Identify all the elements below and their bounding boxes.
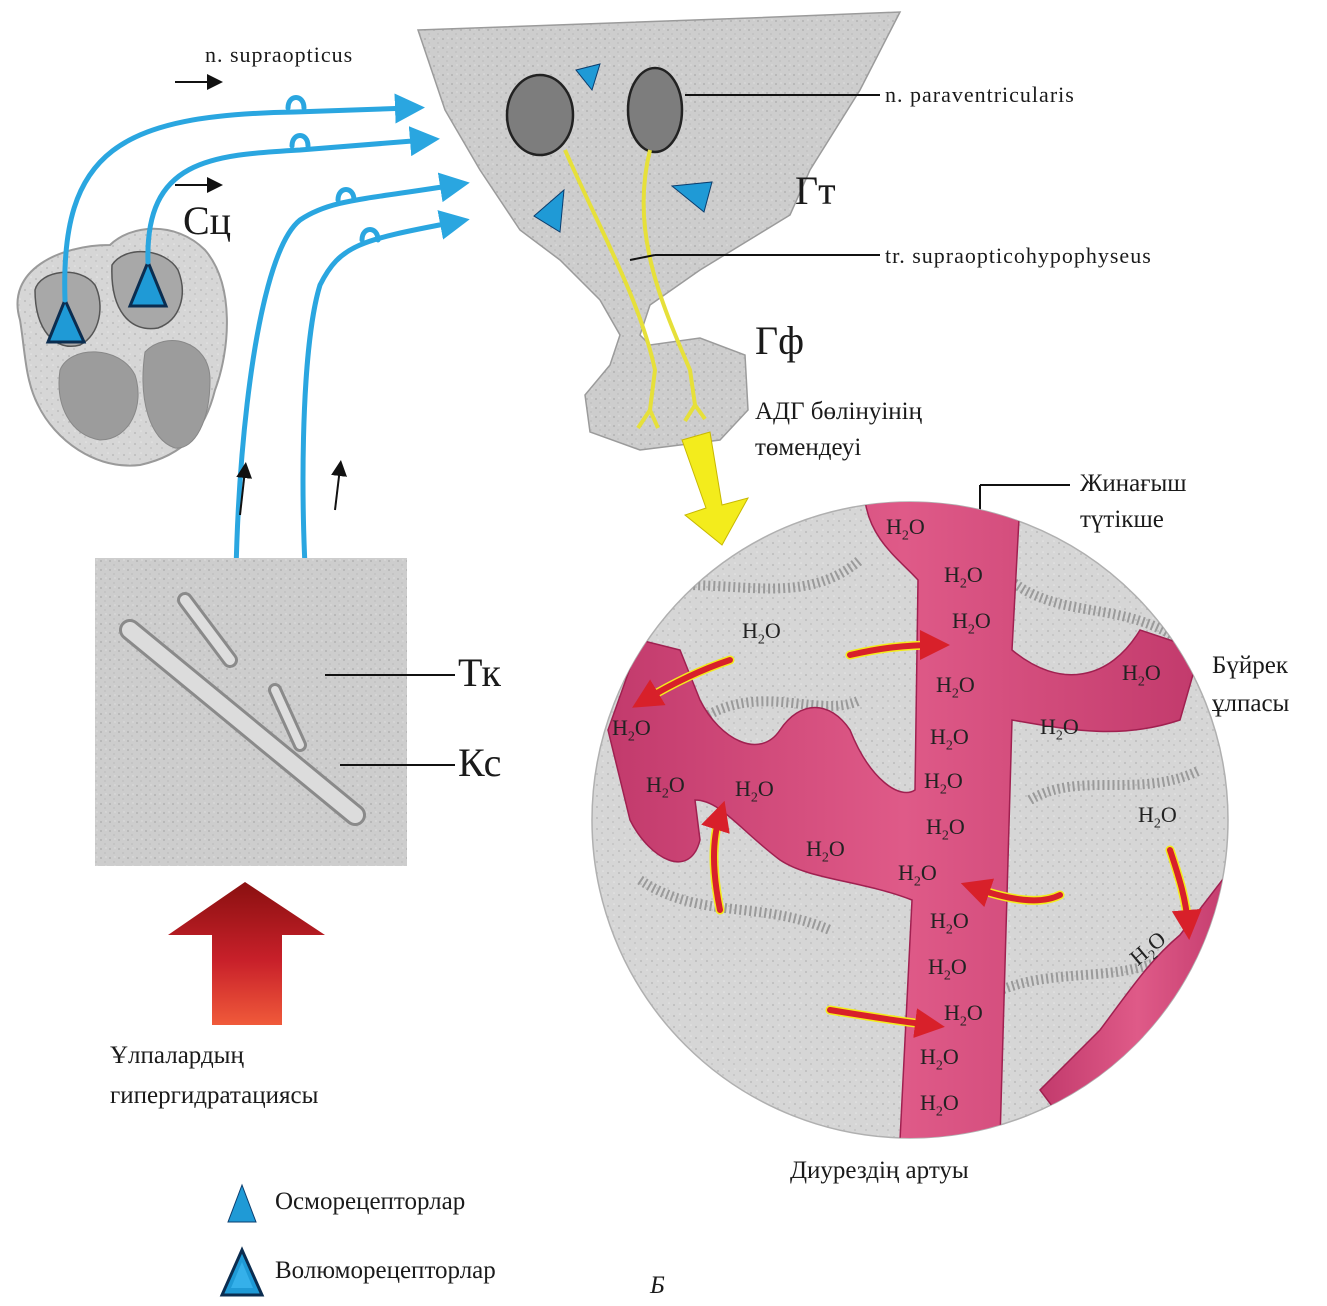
water-label: H2O [898,860,937,890]
legend-osmoreceptors: Осморецепторлар [275,1188,465,1217]
water-label: H2O [1138,802,1177,832]
label-hyper-line2: гипергидратациясы [110,1082,318,1111]
tissue-block [95,558,407,866]
label-collecting-line1: Жинағыш [1080,470,1187,499]
volumoreceptor-icon [222,1250,262,1295]
label-kidney-line1: Бүйрек [1212,652,1288,681]
label-tract: tr. supraopticohypophyseus [885,243,1152,268]
label-adh-line1: АДГ бөлінуінің [755,398,922,427]
label-hypophysis: Гф [755,318,804,364]
legend-volumoreceptors: Волюморецепторлар [275,1257,496,1286]
water-label: H2O [1040,714,1079,744]
page-letter: Б [650,1272,665,1301]
water-label: H2O [926,814,965,844]
water-label: H2O [944,1000,983,1030]
water-label: H2O [924,768,963,798]
label-heart: Сц [183,198,231,244]
water-label: H2O [952,608,991,638]
water-label: H2O [1122,660,1161,690]
water-label: H2O [928,954,967,984]
supraoptic-nucleus [507,75,573,155]
water-label: H2O [936,672,975,702]
water-label: H2O [920,1044,959,1074]
water-label: H2O [886,514,925,544]
water-label: H2O [930,724,969,754]
water-label: H2O [742,618,781,648]
adh-decrease-arrow [682,432,748,545]
heart [17,229,226,466]
label-n-supraopticus: n. supraopticus [205,42,353,67]
water-label: H2O [930,908,969,938]
label-capillary: Кс [458,740,501,786]
water-label: H2O [944,562,983,592]
paraventricular-nucleus [628,68,682,152]
water-label: H2O [920,1090,959,1120]
label-diuresis: Диурездің артуы [790,1157,969,1186]
hyperhydration-arrow [168,882,325,1025]
water-label: H2O [612,715,651,745]
osmoreceptor-icon [228,1185,256,1222]
label-hypothalamus: Гт [795,168,836,214]
label-n-paraventricularis: n. paraventricularis [885,82,1075,107]
label-kidney-line2: ұлпасы [1212,690,1289,719]
water-label: H2O [735,776,774,806]
water-label: H2O [806,836,845,866]
water-label: H2O [646,772,685,802]
label-adh-line2: төмендеуі [755,434,861,463]
label-collecting-line2: түтікше [1080,506,1164,535]
label-tissue: Тк [458,650,501,696]
label-hyper-line1: Ұлпалардың [110,1042,244,1071]
